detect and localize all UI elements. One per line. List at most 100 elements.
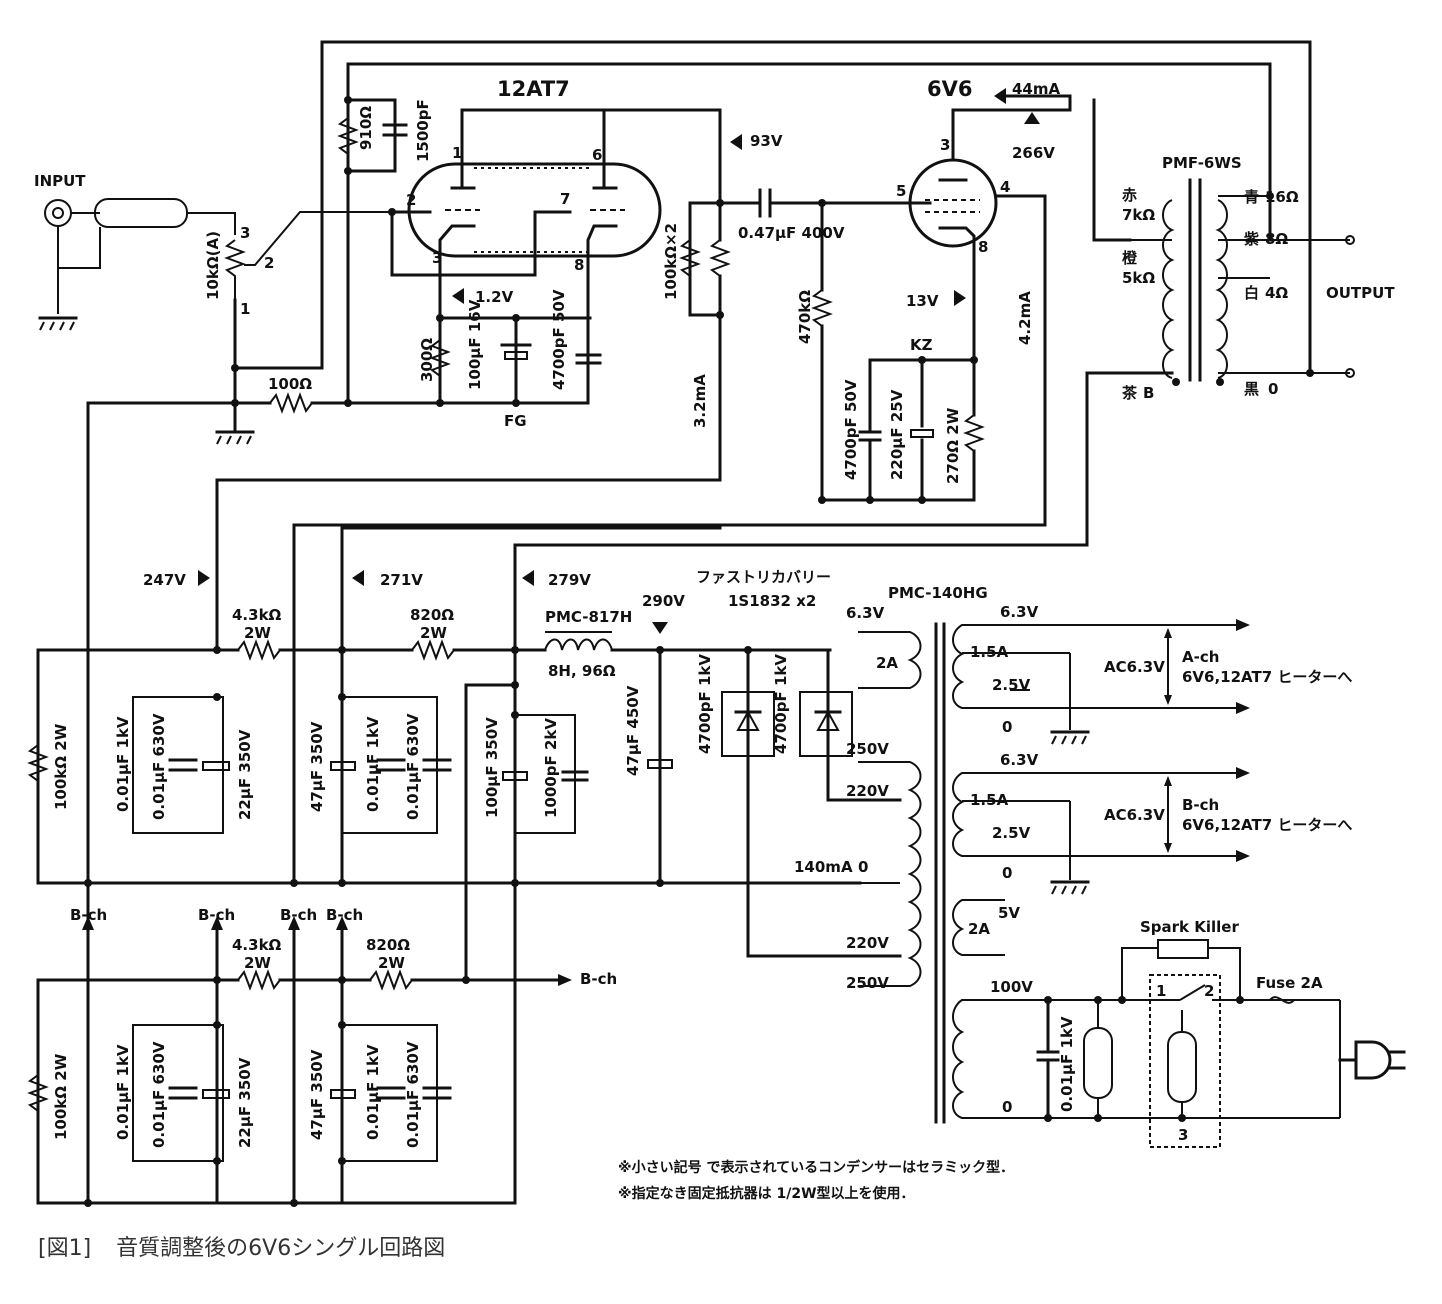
i-g2-label: 4.2mA (1016, 291, 1034, 345)
opt-pri-red: 赤 (1122, 186, 1137, 204)
c7-label: 100μF 350V (483, 717, 501, 818)
v247-label: 247V (143, 571, 186, 589)
power-supply-a: 247V 271V 279V 290V 4.3kΩ 2W 820Ω 2W PMC… (27, 478, 902, 958)
output-transformer: PMF-6WS 赤 7kΩ 橙 5kΩ 茶 B 青 16Ω 紫 8Ω 白 4Ω … (513, 98, 1395, 885)
pt-250v-bot: 250V (846, 974, 889, 992)
heater-a-ac: AC6.3V (1104, 658, 1165, 676)
opt-sec-purple: 紫 (1244, 230, 1259, 248)
fg-label: FG (504, 412, 527, 430)
c-line-label: 0.01μF 1kV (1058, 1016, 1076, 1112)
r-cathode-label: 300Ω (418, 338, 436, 382)
pin-7: 7 (560, 190, 570, 208)
opt-sec-black-imp: 0 (1268, 380, 1278, 398)
bch-label-3: B-ch (280, 906, 317, 924)
junctions (84, 96, 1314, 1207)
pin-1: 1 (452, 144, 462, 162)
opt-pri-orange-imp: 5kΩ (1122, 269, 1155, 287)
r820-w-label: 2W (420, 624, 447, 642)
input-label: INPUT (34, 172, 86, 190)
pt-b-0: 0 (1002, 864, 1012, 882)
r43k-label: 4.3kΩ (232, 606, 282, 624)
note-1: ※小さい記号 で表示されているコンデンサーはセラミック型． (618, 1159, 1014, 1176)
r-6v6-k-label: 270Ω 2W (944, 407, 962, 484)
pt-250v-top: 250V (846, 740, 889, 758)
pt-a-63v: 6.3V (1000, 603, 1039, 621)
c-diode1-label: 4700pF 1kV (696, 654, 714, 754)
pin-6: 6 (592, 146, 602, 164)
bch-label-5: B-ch (580, 970, 617, 988)
b-c5-label: 0.01μF 1kV (364, 1044, 382, 1140)
ground-icon (38, 316, 78, 331)
pt-220v-bot: 220V (846, 934, 889, 952)
i-6v6-plate-label: 44mA (1012, 80, 1061, 98)
opt-sec-blue: 青 (1244, 188, 1259, 206)
opt-sec-blue-imp: 16Ω (1265, 188, 1299, 206)
top-wires (320, 40, 1312, 405)
bch-label-1: B-ch (70, 906, 107, 924)
b-rb-label: 100kΩ 2W (52, 1053, 70, 1140)
fuse-label: Fuse 2A (1256, 974, 1323, 992)
opt-sec-white: 白 (1244, 284, 1259, 302)
b-c1-label: 0.01μF 1kV (114, 1044, 132, 1140)
pot-label: 10kΩ(A) (204, 231, 222, 300)
kz-label: KZ (910, 336, 933, 354)
pin-2: 2 (406, 191, 416, 209)
sw-pin1: 1 (1156, 982, 1166, 1000)
output-cathode: 470kΩ 13V KZ 4700pF 50V 220μF 25V 270Ω 2… (796, 201, 985, 502)
v-cathode-label: 1.2V (475, 288, 514, 306)
pt-b-25v: 2.5V (992, 824, 1031, 842)
pt-100v: 100V (990, 978, 1033, 996)
r43k-w-label: 2W (244, 624, 271, 642)
pt-5v: 5V (998, 904, 1020, 922)
opt-sec-white-imp: 4Ω (1265, 284, 1288, 302)
c-6v6-k1-label: 4700pF 50V (842, 379, 860, 480)
pt-5v-2a: 2A (968, 920, 990, 938)
pot-pin1: 1 (240, 300, 250, 318)
r-grid-label: 100Ω (268, 375, 312, 393)
figure-title: 音質調整後の6V6シングル回路図 (116, 1236, 446, 1261)
pin-8: 8 (574, 256, 584, 274)
pt-mains-0: 0 (1002, 1098, 1012, 1116)
tube-6v6-title: 6V6 (927, 77, 972, 101)
diode-title: ファストリカバリー (696, 568, 831, 586)
pin-6v6-3: 3 (940, 136, 950, 154)
ground-icon (215, 430, 255, 445)
heater-a-ch: A-ch (1182, 648, 1219, 666)
sw-pin2: 2 (1204, 982, 1214, 1000)
r820-label: 820Ω (410, 606, 454, 624)
feedback-network: 910Ω 1500pF (337, 99, 432, 162)
rb-label: 100kΩ 2W (52, 723, 70, 810)
b-c4-label: 47μF 350V (308, 1049, 326, 1140)
power-supply-b: B-ch B-ch B-ch B-ch B-ch 4.3kΩ 2W 820Ω 2… (27, 683, 617, 1205)
driver-cathode: 300Ω 100μF 16V 4700pF 50V FG 1.2V (418, 288, 602, 430)
pt-0: 0 (858, 858, 868, 876)
c5-label: 0.01μF 1kV (364, 716, 382, 812)
pot-pin2: 2 (264, 254, 274, 272)
output-label: OUTPUT (1326, 284, 1395, 302)
ground-icon (1050, 880, 1090, 895)
pt-a-0: 0 (1002, 718, 1012, 736)
b-r820-w-label: 2W (378, 954, 405, 972)
c6-label: 0.01μF 630V (404, 713, 422, 820)
choke-spec-label: 8H, 96Ω (548, 662, 616, 680)
c3-label: 22μF 350V (236, 729, 254, 820)
pt-63v-l: 6.3V (846, 604, 885, 622)
pin-6v6-4: 4 (1000, 178, 1010, 196)
pt-b-15a: 1.5A (970, 791, 1009, 809)
b-c3-label: 22μF 350V (236, 1057, 254, 1148)
note-2: ※指定なき固定抵抗器は 1/2W型以上を使用． (618, 1185, 915, 1202)
opt-pri-red-imp: 7kΩ (1122, 206, 1155, 224)
v-plate-label: 93V (750, 132, 783, 150)
pin-3: 3 (432, 249, 442, 267)
pt-a-25v: 2.5V (992, 676, 1031, 694)
c2-label: 0.01μF 630V (150, 713, 168, 820)
figure-number: [図1] (38, 1236, 92, 1261)
r-grid-6v6-label: 470kΩ (796, 290, 814, 344)
ground-icon (1050, 730, 1090, 745)
b-c2-label: 0.01μF 630V (150, 1041, 168, 1148)
tube-12at7: 1 2 3 6 7 8 (390, 144, 662, 405)
b-r43k-w-label: 2W (244, 954, 271, 972)
driver-plate: 93V 100kΩ×2 0.47μF 400V 3.2mA (662, 132, 922, 482)
r-plate-label: 100kΩ×2 (662, 223, 680, 300)
